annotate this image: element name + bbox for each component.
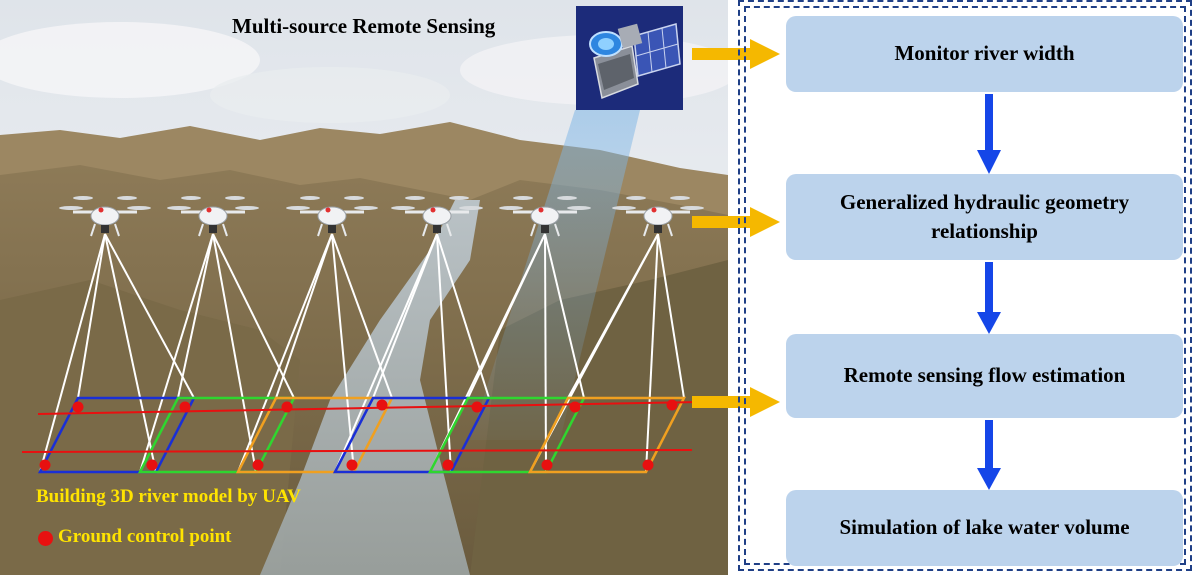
ground-control-point [179, 401, 191, 413]
ground-control-point [281, 401, 293, 413]
step-lake-water-volume: Simulation of lake water volume [786, 490, 1183, 566]
drone-icon [612, 196, 704, 237]
red-reference-line [21, 449, 693, 453]
ground-control-point [39, 459, 51, 471]
footprint-ray [657, 233, 685, 399]
multi-source-remote-sensing-label: Multi-source Remote Sensing [232, 14, 496, 38]
footprint-ray [177, 233, 214, 399]
blue-arrow-down-icon [977, 262, 1001, 334]
drone-icon [167, 196, 259, 237]
footprint-ray [212, 233, 295, 399]
yellow-arrow-right-icon [692, 39, 780, 69]
ground-control-point [252, 459, 264, 471]
gcp-legend-dot [38, 531, 53, 546]
footprint-ray [645, 233, 659, 473]
ground-control-point [541, 459, 553, 471]
blue-arrow-down-icon [977, 94, 1001, 174]
footprint-ray [331, 233, 355, 473]
ground-control-point [569, 401, 581, 413]
ground-control-point [376, 399, 388, 411]
yellow-arrow-right-icon [692, 387, 780, 417]
satellite-icon [576, 6, 683, 110]
footprint-ray [139, 233, 214, 473]
ground-control-point [346, 459, 358, 471]
ground-control-point [471, 401, 483, 413]
footprint-ray [237, 233, 333, 473]
step-flow-estimation: Remote sensing flow estimation [786, 334, 1183, 418]
footprint-ray [104, 233, 195, 399]
footprint-ray [544, 233, 547, 473]
ground-control-point [642, 459, 654, 471]
footprint-ray [77, 233, 106, 399]
blue-arrow-down-icon [977, 420, 1001, 490]
ground-control-point [666, 399, 678, 411]
ground-control-point [72, 401, 84, 413]
footprint-ray [544, 233, 585, 399]
ground-control-point [146, 459, 158, 471]
footprint-ray [39, 233, 106, 473]
drone-icon [391, 196, 483, 237]
yellow-arrow-right-icon [692, 207, 780, 237]
footprint-ray [275, 233, 333, 399]
uav-model-label: Building 3D river model by UAV [36, 486, 301, 507]
footprint-ray [334, 233, 438, 473]
red-reference-line [37, 401, 701, 415]
drone-icon [499, 196, 591, 237]
ground-control-point [442, 459, 454, 471]
footprint-ray [331, 233, 393, 399]
footprint-ray [212, 233, 257, 473]
drone-icon [59, 196, 151, 237]
step-hydraulic-geometry: Generalized hydraulic geometry relations… [786, 174, 1183, 260]
workflow-panel: Monitor river width Generalized hydrauli… [738, 0, 1192, 571]
step-monitor-river-width: Monitor river width [786, 16, 1183, 92]
drone-icon [286, 196, 378, 237]
uav-coverage-overlay [21, 196, 704, 474]
footprint-ray [104, 233, 157, 473]
gcp-legend-label: Ground control point [58, 526, 232, 547]
footprint-frame [527, 396, 687, 474]
